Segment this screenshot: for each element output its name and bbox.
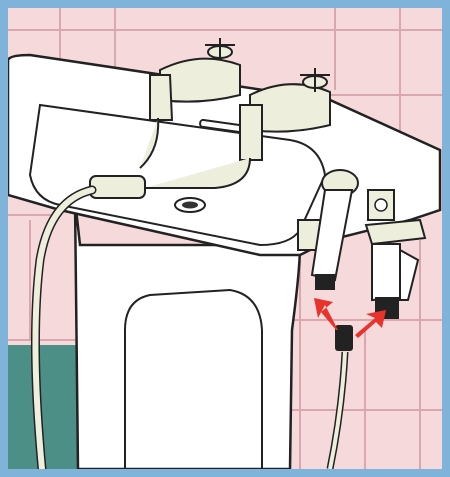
hose-nut (335, 325, 353, 351)
outlet-screw (375, 199, 387, 211)
sink-drain-inner (182, 202, 198, 209)
